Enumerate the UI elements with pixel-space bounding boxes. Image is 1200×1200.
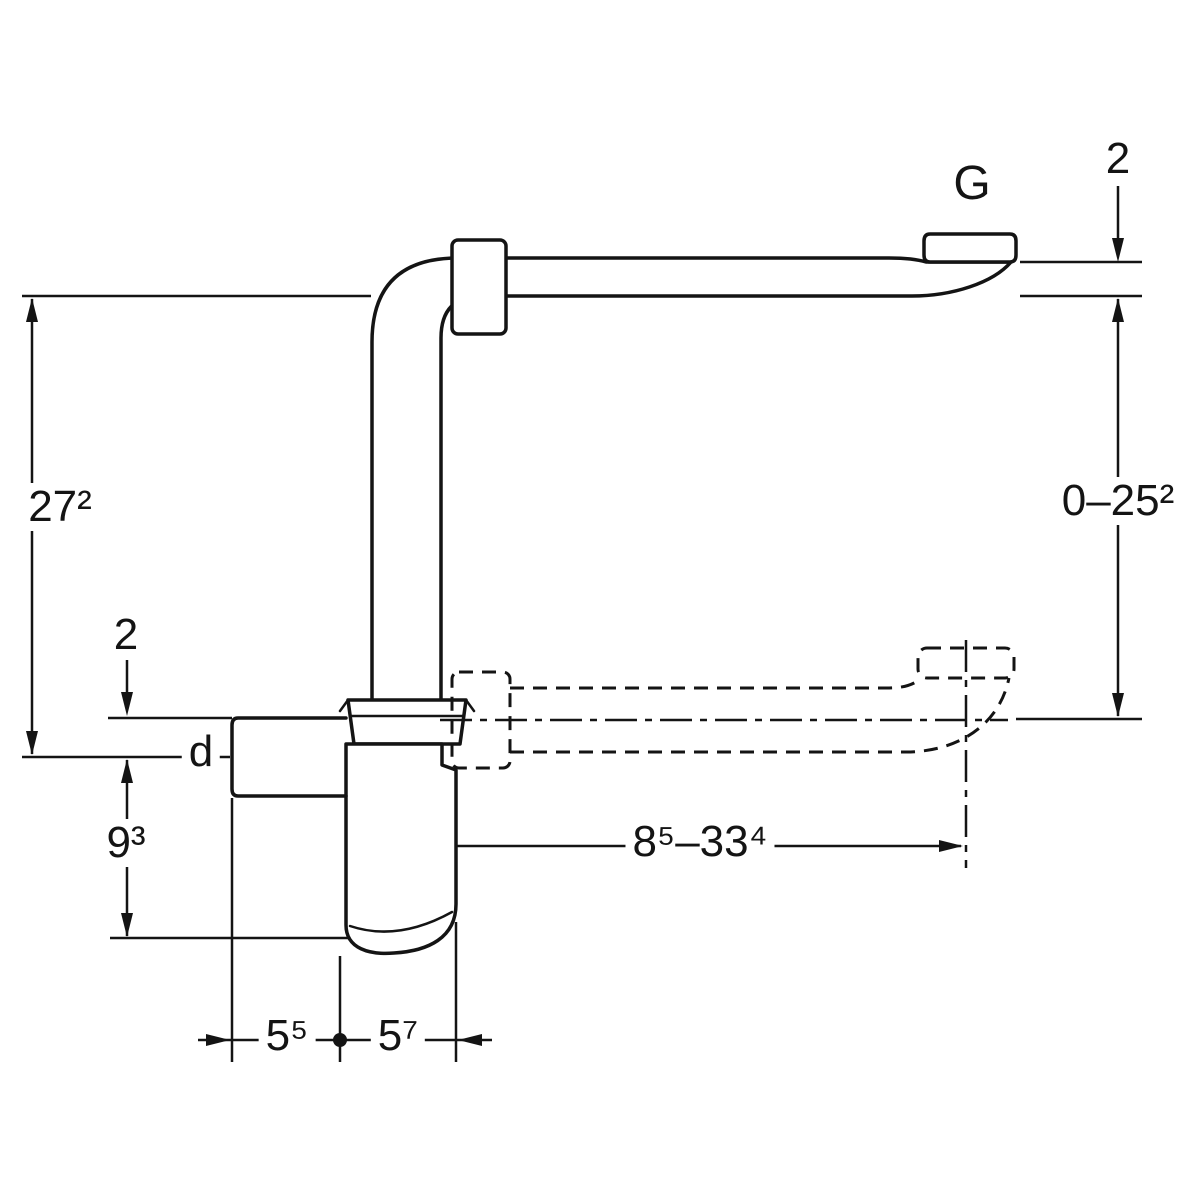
dim-width-left: 5⁵ xyxy=(258,1012,316,1060)
trap-nut-detail xyxy=(338,698,476,718)
dim-vertical-adjust-range: 0–25² xyxy=(1054,477,1182,525)
dim-flange-offset: 2 xyxy=(1105,134,1131,183)
thread-flange xyxy=(922,232,1018,264)
dimension-lines xyxy=(22,186,1142,1062)
thread-label-g: G xyxy=(953,157,991,210)
outlet-flange-dashed xyxy=(916,646,1016,680)
chain-dimension-dot xyxy=(333,1033,347,1047)
dim-overall-height: 27² xyxy=(21,483,99,531)
trap-body-seam xyxy=(348,910,454,933)
dimension-arrowheads xyxy=(26,238,1124,1047)
dim-width-right: 5⁷ xyxy=(370,1012,426,1060)
diameter-label-d: d xyxy=(181,728,221,776)
dim-horizontal-adjust-range: 8⁵–33⁴ xyxy=(625,818,775,866)
inlet-stub xyxy=(230,716,348,798)
dim-trap-depth: 9³ xyxy=(99,819,153,867)
adjustable-outlet-dashed xyxy=(450,646,1016,770)
centerlines xyxy=(440,640,1008,868)
dim-inlet-axis-offset: 2 xyxy=(113,610,139,659)
pipe-assembly xyxy=(230,232,1018,956)
outlet-pipe-top-dashed xyxy=(510,676,923,690)
trap-body xyxy=(344,742,458,956)
trap-nut xyxy=(346,698,468,746)
outlet-pipe-bottom-dashed xyxy=(510,677,1011,754)
pipe-collar xyxy=(450,238,508,336)
